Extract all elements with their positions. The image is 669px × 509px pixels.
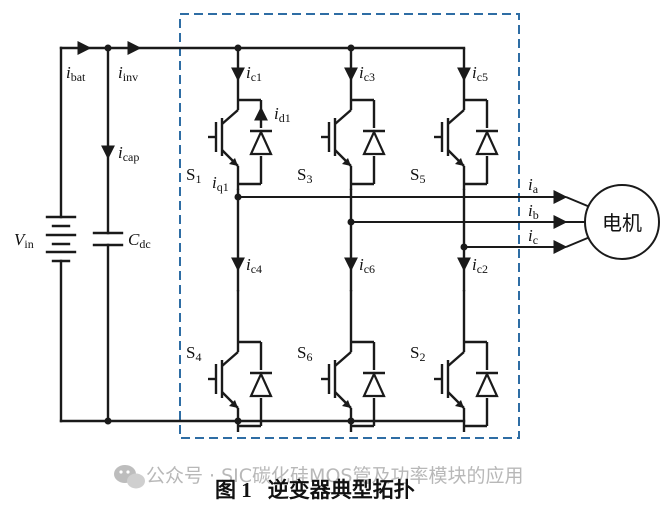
diode-icon xyxy=(362,129,386,156)
watermark-text: 公众号 · SIC碳化硅MOS管及功率模块的应用 xyxy=(146,465,523,487)
capacitor-cdc xyxy=(92,231,124,247)
wechat-icon xyxy=(114,465,145,489)
diode-icon xyxy=(249,129,273,156)
switch-s3 xyxy=(321,48,386,190)
label-i-cap: icap xyxy=(118,143,139,164)
label-i-c3: ic3 xyxy=(359,63,375,84)
emitter-arrow xyxy=(455,158,464,166)
label-i-c4: ic4 xyxy=(246,255,262,276)
label-i-c1: ic1 xyxy=(246,63,262,84)
label-c-dc: Cdc xyxy=(128,230,151,251)
label-i-b: ib xyxy=(528,201,539,222)
label-s3: S3 xyxy=(297,165,312,186)
label-i-c6: ic6 xyxy=(359,255,375,276)
label-s6: S6 xyxy=(297,343,312,364)
switch-s5 xyxy=(434,48,499,190)
label-i-c5: ic5 xyxy=(472,63,488,84)
diode-icon xyxy=(362,371,386,398)
inverter-dashed-box xyxy=(179,13,520,439)
label-s2: S2 xyxy=(410,343,425,364)
label-v-in: Vin xyxy=(14,230,34,251)
diode-icon xyxy=(249,371,273,398)
watermark: 公众号 · SIC碳化硅MOS管及功率模块的应用 xyxy=(114,465,523,489)
label-i-c: ic xyxy=(528,226,538,247)
switch-s4 xyxy=(208,290,273,432)
emitter-arrow xyxy=(229,158,238,166)
label-s1: S1 xyxy=(186,165,201,186)
label-i-a: ia xyxy=(528,175,539,196)
battery-vin xyxy=(45,215,77,263)
igbt-switches xyxy=(208,48,499,432)
diode-icon xyxy=(475,371,499,398)
motor: 电机 xyxy=(584,184,660,260)
switch-s2 xyxy=(434,290,499,432)
motor-label: 电机 xyxy=(602,211,642,235)
label-i-inv: iinv xyxy=(118,63,138,84)
label-i-c2: ic2 xyxy=(472,255,488,276)
label-i-q1: iq1 xyxy=(212,173,229,194)
label-i-bat: ibat xyxy=(66,63,86,84)
emitter-arrow xyxy=(455,400,464,408)
emitter-arrow xyxy=(342,400,351,408)
label-s5: S5 xyxy=(410,165,425,186)
dc-bus xyxy=(59,41,466,425)
label-s4: S4 xyxy=(186,343,201,364)
label-i-d1: id1 xyxy=(274,104,291,125)
emitter-arrow xyxy=(229,400,238,408)
emitter-arrow xyxy=(342,158,351,166)
switch-s1 xyxy=(208,48,273,190)
switch-s6 xyxy=(321,290,386,432)
diode-icon xyxy=(475,129,499,156)
